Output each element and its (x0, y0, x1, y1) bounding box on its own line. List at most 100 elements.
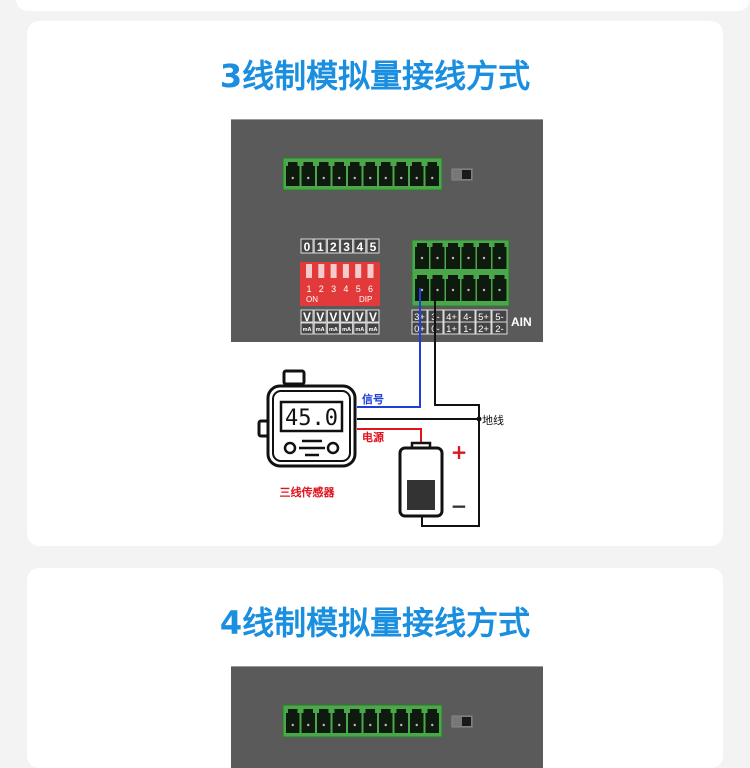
terminal-slot (425, 709, 439, 733)
ain-terminal-slot (492, 275, 507, 301)
dip-lever (318, 264, 325, 278)
mode-current: mA (329, 327, 338, 333)
mode-box-bottom (353, 322, 367, 335)
ground-junction-dot (476, 416, 482, 422)
sensor-button-right (326, 441, 340, 455)
mode-box-bottom (366, 322, 380, 335)
terminal-slot (286, 162, 300, 186)
ain-terminal-slot (446, 243, 460, 269)
ain-channel-bottom: 1- (463, 324, 471, 335)
mode-voltage: V (369, 310, 377, 324)
mode-voltage: V (356, 310, 364, 324)
terminal-screw (400, 176, 403, 180)
terminal-slot (286, 709, 300, 733)
terminal-screw (384, 176, 387, 180)
terminal-slot (348, 162, 362, 186)
ground-label: 地线 (482, 413, 504, 427)
dip-number-box (340, 238, 354, 254)
dip-number: 2 (330, 240, 337, 254)
terminal-slot (379, 162, 393, 186)
sensor-plug-icon (282, 369, 306, 386)
terminal-screw (322, 176, 325, 180)
ain-terminal-screw (482, 288, 486, 292)
battery-minus-sign: − (451, 494, 468, 518)
dip-number: 5 (370, 240, 377, 254)
dip-lever (367, 264, 374, 278)
dip-number-box (366, 238, 380, 254)
mode-voltage: V (329, 310, 337, 324)
dip-number: 4 (356, 240, 363, 254)
terminal-slot (317, 162, 331, 186)
sensor-button-left (283, 441, 297, 455)
ain-terminal-slot (477, 243, 491, 269)
sensor-label: 三线传感器 (280, 485, 336, 499)
mode-box-top (366, 309, 380, 323)
toggle-knob (462, 170, 471, 179)
dip-number-box (300, 238, 314, 254)
mode-box-top (353, 309, 367, 323)
mode-voltage: V (316, 310, 324, 324)
section-title: 4线制模拟量接线方式 (219, 604, 531, 642)
ain-terminal-slot (477, 275, 491, 301)
ain-terminal-screw (482, 256, 486, 260)
terminal-slot (425, 162, 439, 186)
ground-wire (421, 288, 480, 527)
dip-switch-number: 4 (343, 284, 348, 294)
dip-number-box (353, 238, 367, 254)
terminal-slot (379, 709, 393, 733)
dip-number: 0 (304, 240, 311, 254)
terminal-slot (363, 709, 377, 733)
terminal-slot (332, 162, 346, 186)
ain-terminal-slot (430, 275, 445, 301)
signal-wire (357, 288, 421, 408)
terminal-slot (301, 709, 315, 733)
terminal-screw (400, 723, 403, 727)
terminal-screw (369, 176, 372, 180)
sensor-display (279, 400, 344, 433)
ain-terminal-slot (430, 243, 445, 269)
terminal-screw (307, 723, 310, 727)
terminal-screw (431, 723, 434, 727)
dip-lever (306, 264, 312, 278)
terminal-screw (369, 723, 372, 727)
terminal-slot (317, 709, 331, 733)
dip-switch-number: 6 (368, 284, 373, 294)
terminal-screw (415, 176, 418, 180)
terminal-slot (394, 162, 408, 186)
terminal-screw (338, 723, 341, 727)
power-label: 电源 (362, 430, 384, 444)
ain-label-box (443, 321, 460, 335)
mode-box-top (326, 309, 340, 323)
ain-terminal-slot (461, 243, 476, 269)
terminal-screw (353, 723, 356, 727)
ain-terminal-slot (492, 243, 507, 269)
terminal-screw (291, 176, 294, 180)
mode-box-top (340, 309, 354, 323)
wiring-diagram (282, 704, 473, 738)
terminal-screw (415, 723, 418, 727)
ain-terminal-screw (467, 288, 470, 292)
ain-terminal-screw (436, 256, 439, 260)
mode-current: mA (303, 327, 312, 333)
dip-number-box (313, 238, 327, 254)
terminal-slot (394, 709, 408, 733)
ain-terminal-screw (436, 288, 439, 292)
ain-terminal-slot (461, 275, 476, 301)
power-wire (357, 428, 422, 444)
sensor-reading: 45.0 (285, 406, 338, 431)
mode-box-bottom (313, 322, 327, 335)
signal-label: 信号 (362, 392, 384, 406)
dip-switch-number: 1 (306, 284, 311, 294)
terminal-slot (410, 162, 424, 186)
ain-label-box (459, 321, 476, 335)
terminal-screw (307, 176, 310, 180)
terminal-slot (410, 709, 424, 733)
dip-switch-number: 3 (331, 284, 336, 294)
mode-current: mA (355, 327, 364, 333)
mode-voltage: V (343, 310, 351, 324)
terminal-screw (291, 723, 294, 727)
terminal-screw (338, 176, 341, 180)
mode-box-bottom (300, 322, 314, 335)
terminal-screw (431, 176, 434, 180)
